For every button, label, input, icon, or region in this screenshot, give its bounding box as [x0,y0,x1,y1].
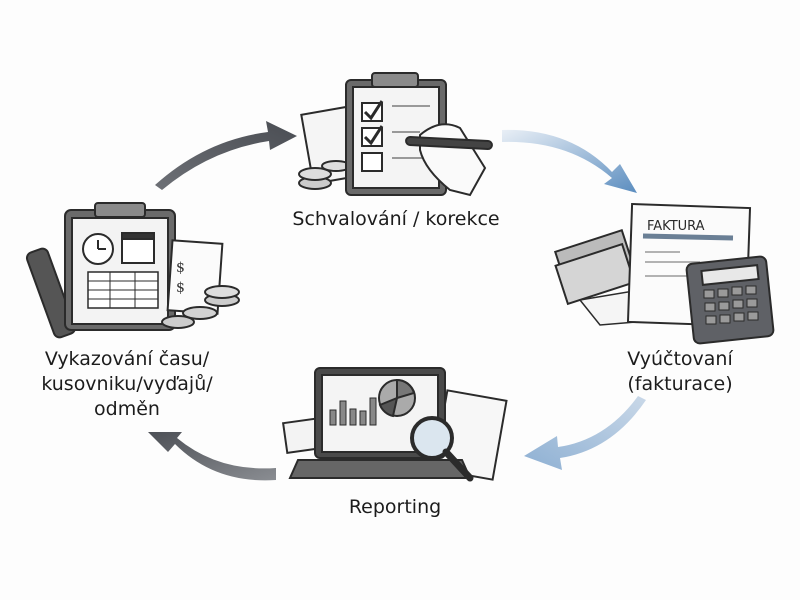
svg-text:$: $ [176,260,185,276]
step-label-reporting: Reporting [349,496,441,518]
invoice-calculator-money-icon [553,202,775,345]
step-label-approval: Schvalování / korekce [292,208,499,230]
arrow-timesheet-to-approval [155,121,297,190]
arrow-billing-to-reporting [524,396,646,470]
timesheet-label-line-2: kusovniku/vyďajů/ [41,373,213,395]
arrow-reporting-to-timesheet [148,432,276,481]
timesheet-label-line-1: Vykazování času/ [45,348,210,370]
invoice-title: FAKTURA [647,219,705,234]
svg-text:$: $ [176,280,185,296]
clipboard-checklist-hand-icon [298,72,493,197]
reporting-label: Reporting [349,496,441,518]
billing-label-line-1: Vyúčtovaní [627,348,733,370]
billing-label-line-2: (fakturace) [627,373,732,395]
timesheet-label-line-3: odměn [94,398,160,420]
laptop-charts-magnifier-icon [281,367,508,482]
step-label-timesheet: Vykazování času/ kusovniku/vyďajů/ odměn [41,348,213,420]
step-label-billing: Vyúčtovaní (fakturace) [627,348,733,395]
clipboard-clock-timesheet-icon: $$ [25,202,240,339]
approval-label: Schvalování / korekce [292,208,499,230]
arrow-approval-to-billing [502,129,637,193]
